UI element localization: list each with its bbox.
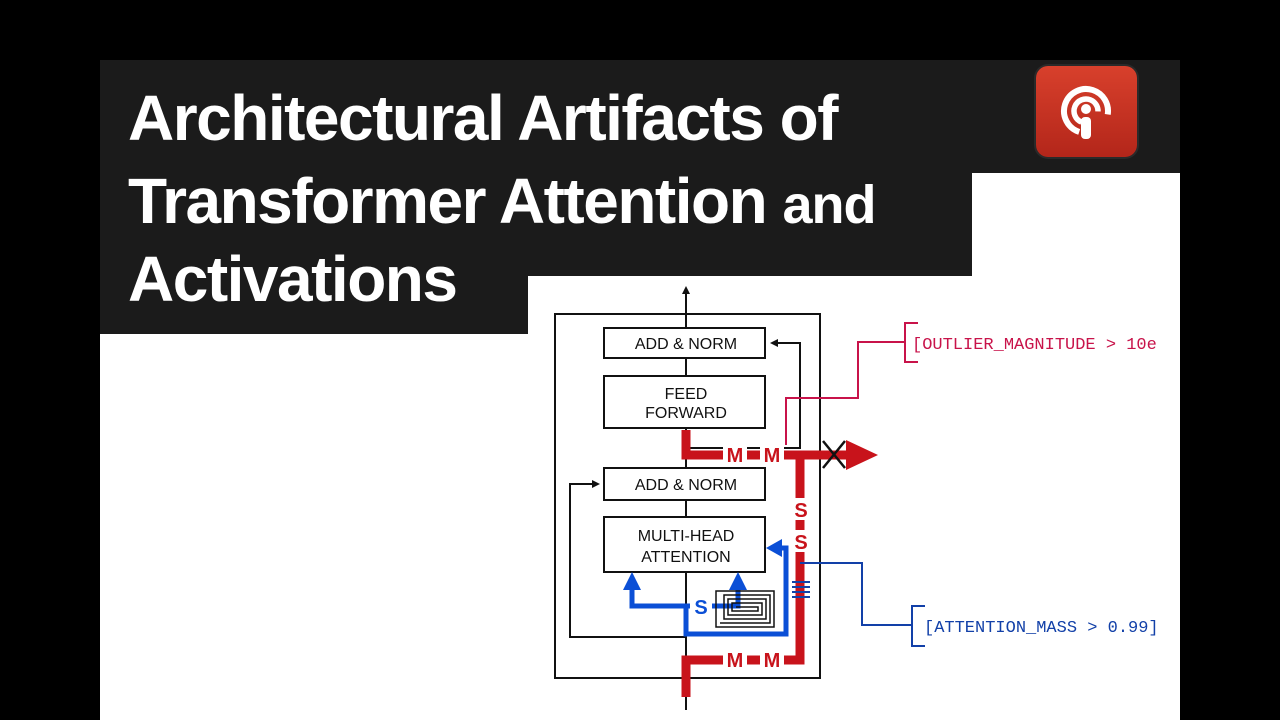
feed-forward-box	[603, 375, 766, 429]
add-norm-bottom-label: ADD & NORM	[635, 477, 737, 494]
s-label-red-2: S	[794, 532, 807, 554]
red-arrow-head	[846, 440, 878, 470]
s-label-blue: S	[694, 597, 707, 619]
s-label-red-1: S	[794, 500, 807, 522]
attention-callout-line	[800, 562, 912, 626]
add-norm-bottom-box	[603, 467, 766, 501]
multi-head-attention-box	[603, 516, 766, 573]
residual-bottom	[569, 480, 686, 638]
attention-bracket	[911, 605, 925, 647]
blocked-x-icon	[822, 440, 846, 469]
feed-forward-label-2: FORWARD	[645, 405, 727, 422]
right-letterbox	[1180, 0, 1280, 720]
mha-label-1: MULTI-HEAD	[638, 528, 735, 545]
add-norm-top-box	[603, 327, 766, 359]
feed-forward-label-1: FEED	[665, 386, 708, 403]
m-label-top-2: M	[764, 445, 781, 467]
mha-label-2: ATTENTION	[641, 549, 730, 566]
m-label-bottom-1: M	[727, 650, 744, 672]
massive-activation-path	[681, 430, 878, 697]
attention-mass-callout: [ATTENTION_MASS > 0.99]	[924, 619, 1159, 638]
m-label-bottom-2: M	[764, 650, 781, 672]
m-label-top-1: M	[727, 445, 744, 467]
outlier-callout-line	[785, 341, 905, 445]
attention-sink-path	[623, 539, 789, 637]
add-norm-top-label: ADD & NORM	[635, 336, 737, 353]
podcast-broadcast-icon[interactable]	[1036, 66, 1137, 157]
spiral-pattern	[715, 590, 775, 628]
outlier-bracket	[904, 322, 918, 363]
stripe-marker	[792, 581, 810, 598]
outlier-magnitude-callout: [OUTLIER_MAGNITUDE > 10e	[912, 336, 1157, 355]
